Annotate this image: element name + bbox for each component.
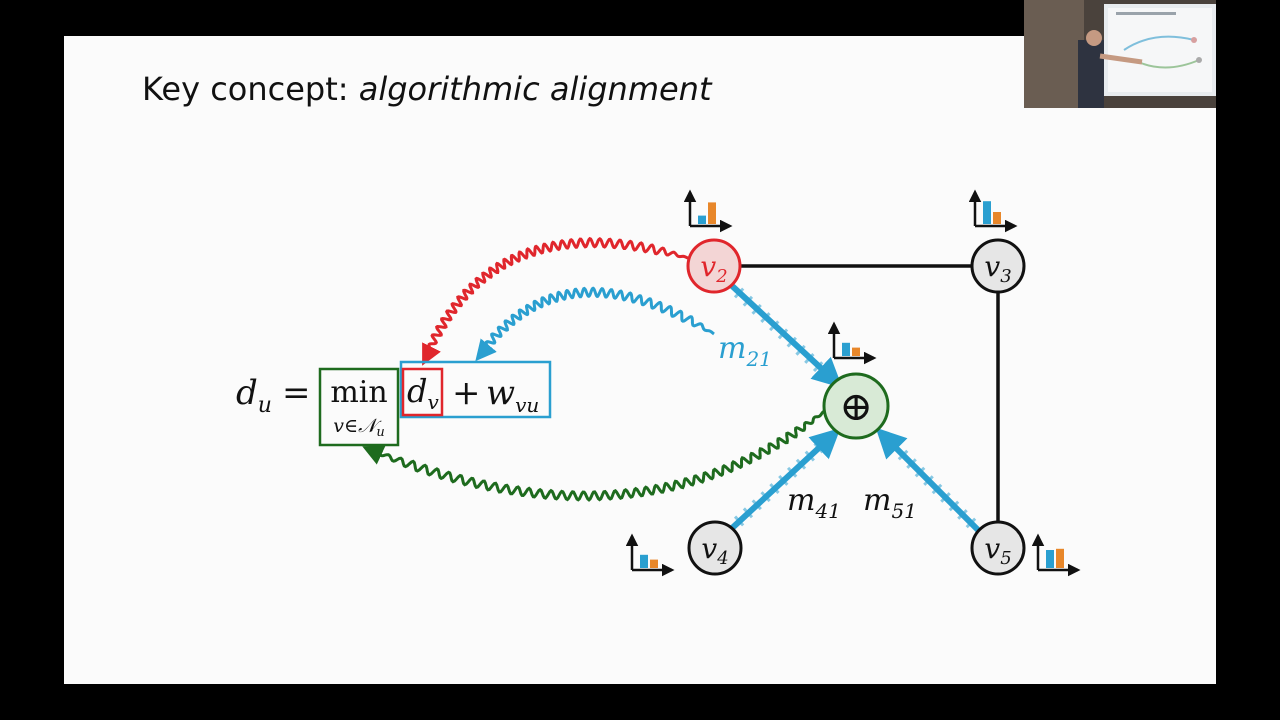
bar-chart-icon [683, 189, 733, 233]
webcam-image [1024, 0, 1216, 108]
message-label-m41: m41 [787, 483, 841, 523]
plus-weight-box [399, 360, 552, 419]
formula-min-subscript: v∈𝒩u [333, 415, 384, 440]
slide: Key concept: algorithmic alignment [64, 36, 1216, 684]
formula-equals: = [282, 373, 311, 413]
min-box [318, 367, 400, 447]
node-v4-label: v4 [701, 532, 728, 569]
title-emphasis: algorithmic alignment [358, 70, 712, 108]
node-v5: v5 [970, 520, 1026, 576]
presenter-webcam [1024, 0, 1216, 108]
wavy-arrow-green [362, 408, 827, 502]
bar-chart-icon [1031, 533, 1081, 577]
node-v3-label: v3 [984, 250, 1011, 287]
message-edge-v4 [727, 427, 841, 533]
feature-icons [625, 189, 1081, 577]
message-label-m21: m21 [718, 331, 772, 371]
wavy-arrow-red [422, 236, 689, 366]
aggregator-node: ⊕ [822, 372, 890, 440]
message-edge-v2 [727, 281, 843, 389]
formula-weight: wvu [486, 373, 539, 417]
node-v3: v3 [970, 238, 1026, 294]
wavy-arrow-blue [475, 286, 715, 362]
bar-chart-icon [625, 533, 675, 577]
formula-dv: dv [407, 372, 439, 414]
title-prefix: Key concept: [142, 70, 359, 108]
node-v4: v4 [687, 520, 743, 576]
bar-chart-icon [827, 321, 877, 365]
node-v2: v2 [686, 238, 742, 294]
formula: du = min v∈𝒩u dv + wvu [236, 372, 539, 440]
message-label-m51: m51 [863, 483, 917, 523]
dv-box [401, 367, 444, 417]
formula-plus: + [452, 373, 481, 413]
slide-title: Key concept: algorithmic alignment [142, 70, 712, 108]
formula-min: min [330, 375, 387, 410]
node-v5-label: v5 [984, 532, 1011, 569]
node-v2-label: v2 [700, 250, 727, 287]
formula-lhs: du [236, 373, 272, 418]
aggregator-symbol: ⊕ [839, 384, 873, 430]
bar-chart-icon [968, 189, 1018, 233]
message-edge-v5 [875, 427, 983, 535]
